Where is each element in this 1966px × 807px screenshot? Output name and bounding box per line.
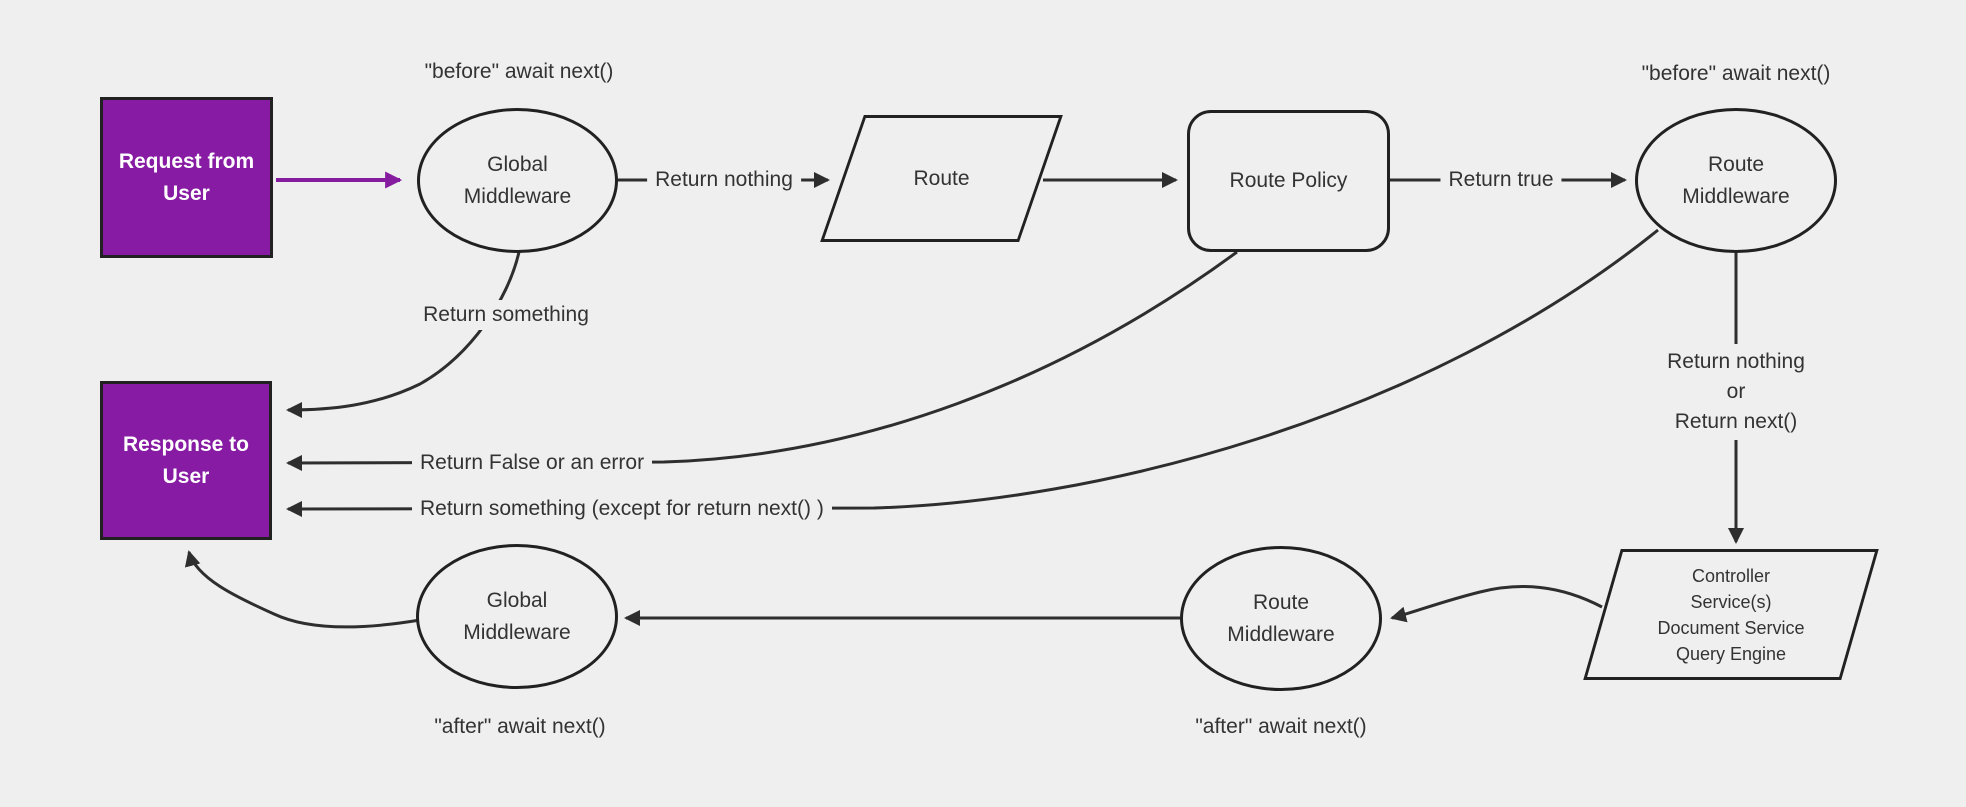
node-request-from-user: Request from User: [100, 97, 273, 258]
request-label-line1: Request from: [118, 150, 255, 173]
route-middleware-bottom-line2: Middleware: [1227, 622, 1335, 646]
node-global-middleware-top: Global Middleware: [417, 108, 618, 253]
controller-label-line3: Document Service: [1657, 617, 1805, 638]
route-policy-label: Route Policy: [1229, 169, 1348, 192]
edge-controller-to-route-middleware-bottom: [1390, 585, 1603, 623]
edge-label-return-nothing: Return nothing: [647, 165, 801, 195]
route-middleware-bottom-line1: Route: [1252, 591, 1310, 614]
global-middleware-bottom-line2: Middleware: [463, 620, 571, 644]
node-route-middleware-bottom: Route Middleware: [1180, 546, 1382, 691]
edge-label-before-await-right: "before" await next(): [1641, 62, 1831, 85]
controller-label-wrap: Controller Service(s) Document Service Q…: [1602, 549, 1860, 680]
edge-global-middleware-bottom-to-response: [184, 550, 421, 629]
global-middleware-bottom-line1: Global: [486, 589, 548, 612]
route-middleware-top-line1: Route: [1707, 153, 1765, 176]
return-nothing-or-line3: Return next(): [1674, 410, 1798, 433]
edge-label-before-await-left: "before" await next(): [424, 60, 614, 83]
edge-label-return-something: Return something: [415, 300, 597, 330]
controller-label-line1: Controller: [1691, 565, 1771, 586]
return-nothing-or-line1: Return nothing: [1667, 350, 1805, 373]
return-nothing-or-line2: or: [1726, 380, 1746, 403]
global-middleware-top-line1: Global: [487, 153, 548, 176]
route-label: Route: [913, 166, 970, 190]
edge-global-middleware-to-response: [286, 251, 521, 418]
edge-route-middleware-to-response: [286, 228, 1659, 517]
response-label-line1: Response to: [122, 433, 250, 456]
edge-label-after-await-right: "after" await next(): [1195, 715, 1367, 738]
edge-label-return-something-except: Return something (except for return next…: [412, 494, 832, 524]
global-middleware-top-line2: Middleware: [463, 184, 572, 208]
edge-label-return-nothing-or-next: Return nothing or Return next(): [1659, 344, 1813, 440]
controller-label-line2: Service(s): [1690, 591, 1772, 612]
response-label-line2: User: [162, 464, 210, 488]
node-global-middleware-bottom: Global Middleware: [416, 544, 618, 689]
edge-label-return-true: Return true: [1440, 165, 1562, 195]
node-route-policy: Route Policy: [1187, 110, 1390, 252]
route-middleware-top-line2: Middleware: [1682, 184, 1790, 208]
controller-label-line4: Query Engine: [1675, 643, 1787, 664]
node-route-middleware-top: Route Middleware: [1635, 108, 1837, 253]
route-label-wrap: Route: [842, 115, 1041, 242]
edge-label-return-false-or-error: Return False or an error: [412, 448, 653, 478]
request-label-line2: User: [163, 181, 210, 205]
edge-route-policy-to-response: [286, 250, 1238, 471]
edge-label-after-await-left: "after" await next(): [434, 715, 606, 738]
node-response-to-user: Response to User: [100, 381, 272, 540]
